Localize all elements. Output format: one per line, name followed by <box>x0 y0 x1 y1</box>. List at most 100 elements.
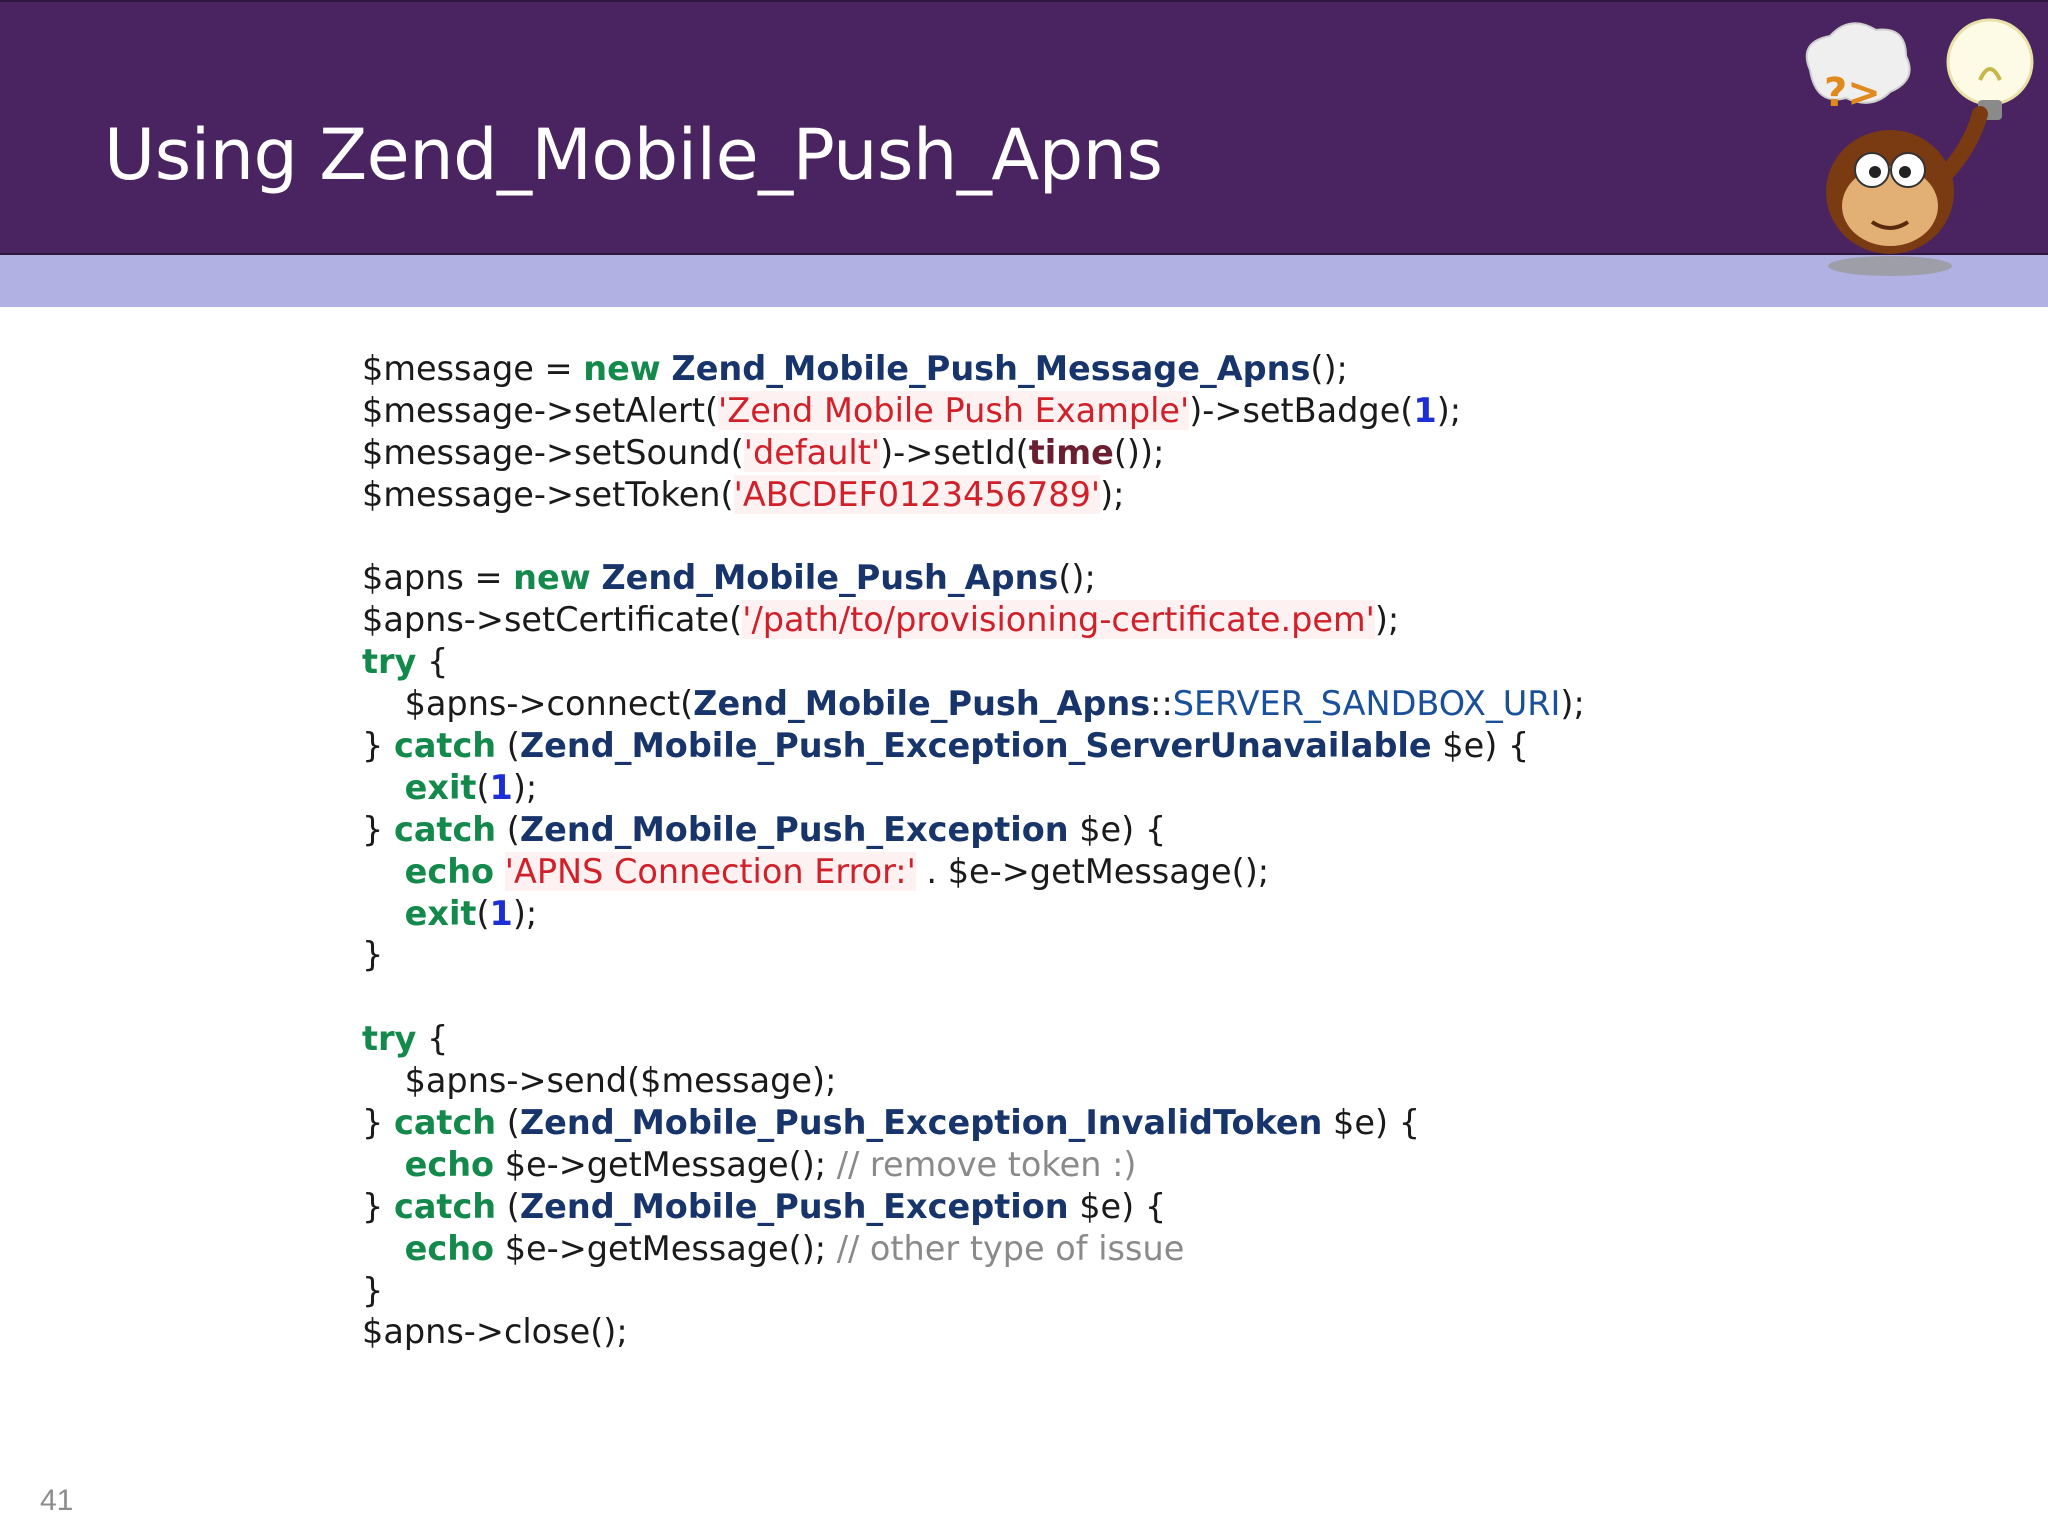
code-text <box>362 1145 405 1184</box>
lightbulb-icon <box>1946 18 2034 106</box>
slide-header: Using Zend_Mobile_Push_Apns <box>0 0 2048 255</box>
code-text: $apns = <box>362 558 514 598</box>
code-keyword: exit <box>404 893 477 933</box>
code-comment: // remove token :) <box>836 1144 1137 1184</box>
code-string: 'default' <box>743 432 881 472</box>
code-text: ( <box>496 1186 520 1226</box>
page-number: 41 <box>40 1484 74 1517</box>
code-keyword: try <box>362 642 417 682</box>
code-text: (); <box>1058 558 1096 598</box>
code-class-name: Zend_Mobile_Push_Exception_InvalidToken <box>519 1103 1323 1143</box>
code-listing: $message = new Zend_Mobile_Push_Message_… <box>362 348 1702 1354</box>
code-text: } <box>362 726 394 766</box>
code-text <box>362 852 405 891</box>
code-line: exit(1); <box>362 893 1702 935</box>
code-keyword: catch <box>393 1103 497 1143</box>
code-text: } <box>362 1103 394 1143</box>
code-text: ( <box>496 726 520 766</box>
code-text: $e) { <box>1068 1186 1167 1226</box>
code-comment: // other type of issue <box>836 1228 1185 1268</box>
code-text: $message->setSound( <box>362 432 744 472</box>
code-text: } <box>362 809 394 849</box>
code-keyword: try <box>362 1019 417 1059</box>
code-line: echo $e->getMessage(); // remove token :… <box>362 1144 1702 1186</box>
code-line: $message = new Zend_Mobile_Push_Message_… <box>362 348 1702 390</box>
code-line: $message->setAlert('Zend Mobile Push Exa… <box>362 390 1702 432</box>
code-class-name: Zend_Mobile_Push_Exception_ServerUnavail… <box>519 726 1432 766</box>
code-line: } <box>362 934 1702 976</box>
code-text: ); <box>1436 390 1462 430</box>
code-text: . $e->getMessage(); <box>915 851 1270 891</box>
code-blank-line <box>362 516 1702 558</box>
code-text <box>362 1229 405 1268</box>
thought-bubble <box>1805 22 1911 104</box>
code-line: } <box>362 1270 1702 1312</box>
code-text: $e) { <box>1322 1103 1421 1143</box>
code-text: ( <box>476 767 490 807</box>
code-keyword: catch <box>393 1186 497 1226</box>
code-keyword: catch <box>393 809 497 849</box>
code-class-name: Zend_Mobile_Push_Exception <box>519 809 1069 849</box>
code-text: } <box>362 935 384 975</box>
code-text: )->setBadge( <box>1189 390 1414 430</box>
code-text: $apns->connect( <box>362 684 694 724</box>
code-keyword: echo <box>404 1144 495 1184</box>
code-constant: SERVER_SANDBOX_URI <box>1172 684 1561 724</box>
code-line: exit(1); <box>362 767 1702 809</box>
bubble-text: ?> <box>1824 70 1881 116</box>
code-text <box>494 852 505 891</box>
code-number: 1 <box>489 893 513 933</box>
mascot-shadow <box>1828 256 1952 276</box>
code-keyword: catch <box>393 726 497 766</box>
code-text: $e->getMessage(); <box>494 1144 837 1184</box>
code-string: 'ABCDEF0123456789' <box>733 474 1101 514</box>
code-text: ); <box>512 767 538 807</box>
code-text: $e) { <box>1068 809 1167 849</box>
code-text: ); <box>512 893 538 933</box>
code-keyword: echo <box>404 851 495 891</box>
code-keyword: echo <box>404 1228 495 1268</box>
code-text <box>661 349 672 388</box>
code-keyword: exit <box>404 767 477 807</box>
code-text: ); <box>1374 600 1400 640</box>
code-text: $apns->send($message); <box>362 1061 837 1101</box>
code-text: } <box>362 1270 384 1310</box>
code-blank-line <box>362 976 1702 1018</box>
code-class-name: Zend_Mobile_Push_Apns <box>693 684 1151 724</box>
code-text: { <box>416 642 449 682</box>
code-line: } catch (Zend_Mobile_Push_Exception_Serv… <box>362 725 1702 767</box>
code-text: (); <box>1310 349 1348 388</box>
code-text: ()); <box>1113 432 1165 472</box>
code-text <box>362 894 405 933</box>
code-text: ( <box>476 893 490 933</box>
code-string: 'APNS Connection Error:' <box>504 851 916 891</box>
code-function: time <box>1028 432 1114 472</box>
code-text: ); <box>1560 684 1585 724</box>
code-text: $message->setAlert( <box>362 390 719 430</box>
header-accent-stripe <box>0 255 2048 307</box>
code-keyword: new <box>583 349 661 388</box>
code-line: $apns->setCertificate('/path/to/provisio… <box>362 599 1702 641</box>
code-text: $message = <box>362 349 584 388</box>
slide-title: Using Zend_Mobile_Push_Apns <box>104 114 1163 196</box>
code-string: '/path/to/provisioning-certificate.pem' <box>742 600 1375 640</box>
code-line: try { <box>362 1018 1702 1060</box>
code-text: $apns->setCertificate( <box>362 600 743 640</box>
code-line: } catch (Zend_Mobile_Push_Exception $e) … <box>362 1186 1702 1228</box>
code-line: } catch (Zend_Mobile_Push_Exception $e) … <box>362 809 1702 851</box>
code-number: 1 <box>489 767 513 807</box>
monkey-arm <box>1932 106 1988 188</box>
code-text: $apns->close(); <box>362 1312 628 1352</box>
code-text: ( <box>496 809 520 849</box>
code-text <box>591 558 602 597</box>
code-line: $apns = new Zend_Mobile_Push_Apns(); <box>362 557 1702 599</box>
code-line: try { <box>362 641 1702 683</box>
code-line: echo 'APNS Connection Error:' . $e->getM… <box>362 851 1702 893</box>
code-keyword: new <box>513 558 591 598</box>
code-text: $e) { <box>1431 726 1530 766</box>
code-class-name: Zend_Mobile_Push_Apns <box>601 558 1059 598</box>
code-line: $message->setSound('default')->setId(tim… <box>362 432 1702 474</box>
code-text: ( <box>496 1103 520 1143</box>
code-line: $apns->send($message); <box>362 1060 1702 1102</box>
code-number: 1 <box>1413 390 1437 430</box>
